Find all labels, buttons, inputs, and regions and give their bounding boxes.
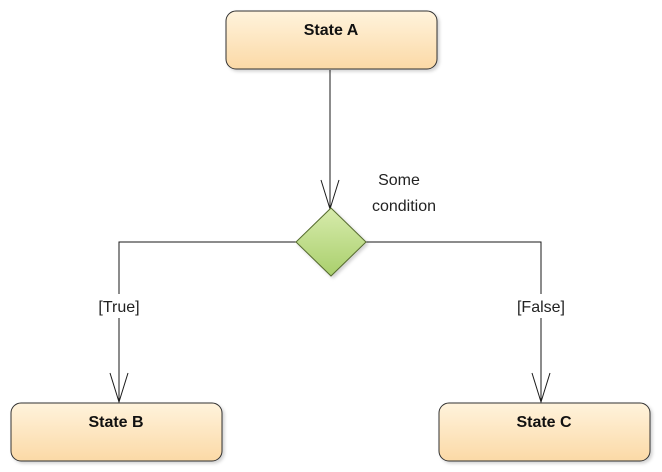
true-guard-label: [True] (98, 299, 139, 316)
decision-node[interactable] (295, 207, 367, 277)
condition-line-1: Some (378, 172, 420, 189)
false-guard-background (510, 294, 572, 318)
state-b-label: State B (88, 414, 143, 431)
state-c-label: State C (516, 414, 572, 431)
state-c-node[interactable]: State C (438, 402, 651, 462)
false-guard-label: [False] (517, 299, 565, 316)
state-b-node[interactable]: State B (10, 402, 223, 462)
state-a-label: State A (304, 22, 359, 39)
state-a-node[interactable]: State A (225, 10, 438, 70)
edge-a-to-decision (320, 70, 340, 211)
decision-condition-label: Some condition (372, 172, 436, 215)
edge-decision-to-state-b (109, 241, 296, 404)
condition-line-2: condition (372, 198, 436, 215)
edge-decision-to-state-c (366, 241, 551, 404)
true-guard-background (90, 294, 148, 318)
